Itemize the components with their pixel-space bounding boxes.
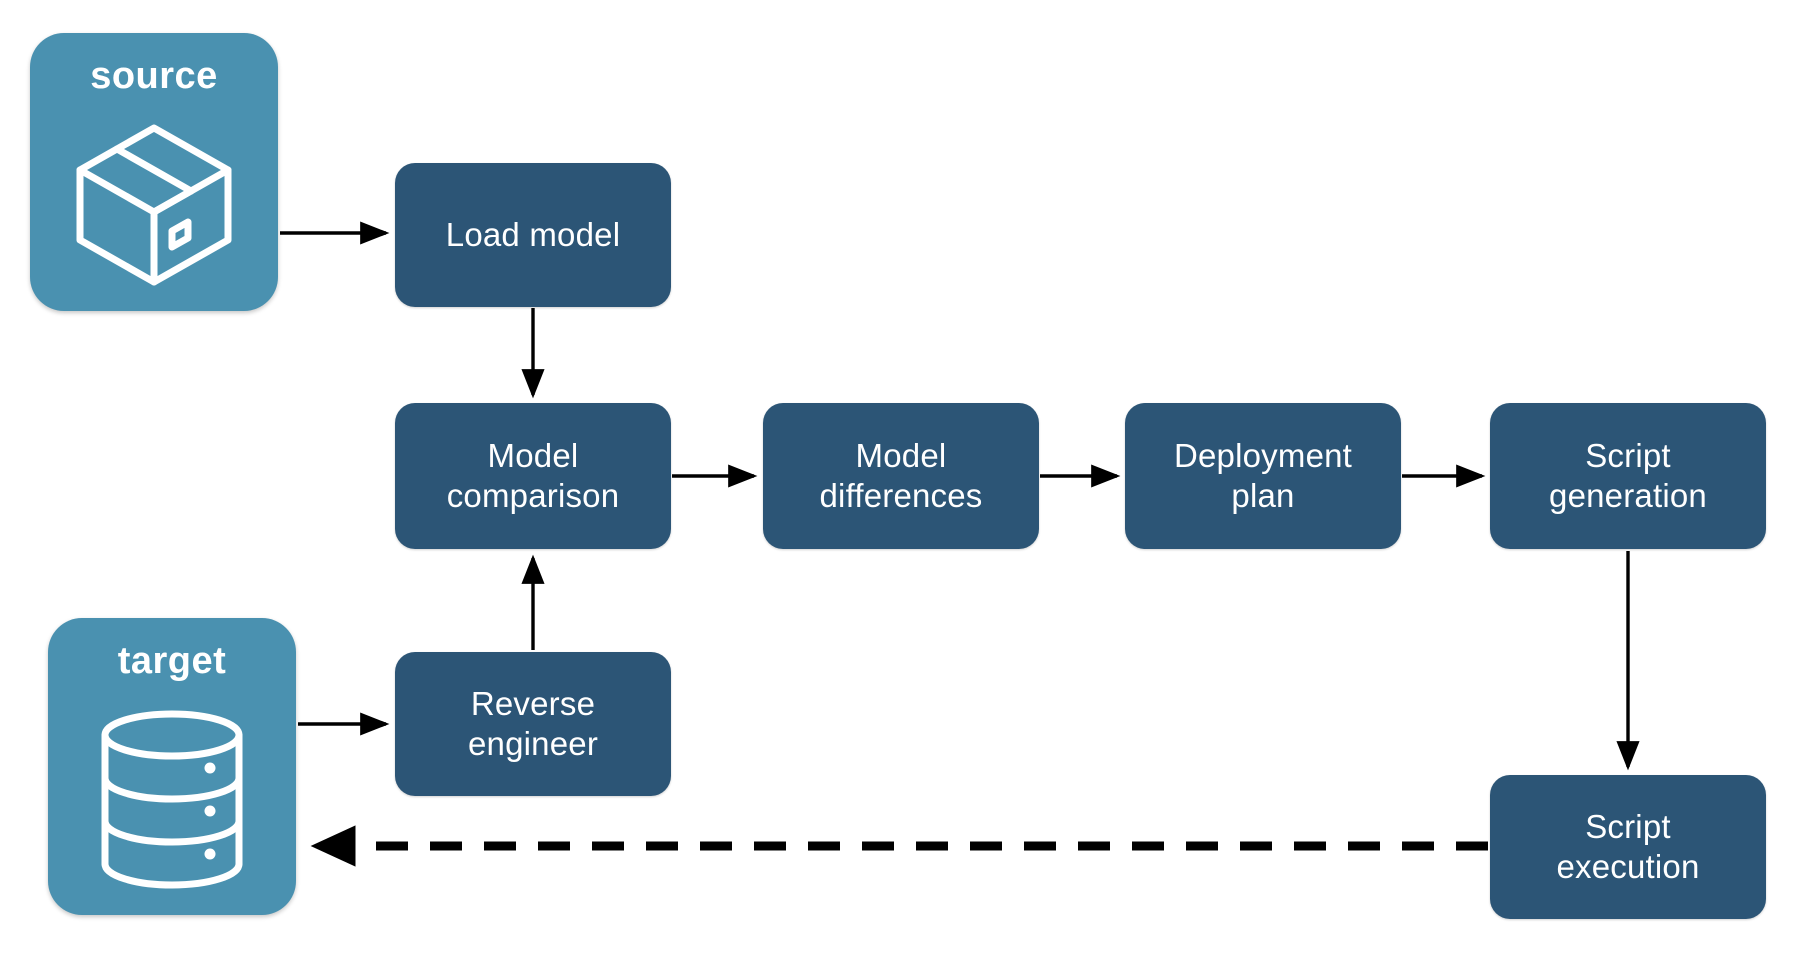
node-script-execution-label: Script execution	[1556, 807, 1700, 885]
node-script-execution[interactable]: Script execution	[1490, 775, 1766, 919]
node-target-label: target	[117, 640, 227, 682]
node-model-comparison[interactable]: Model comparison	[395, 403, 671, 549]
node-script-generation-label: Script generation	[1549, 436, 1707, 514]
node-deployment-plan[interactable]: Deployment plan	[1125, 403, 1401, 549]
node-deployment-plan-label: Deployment plan	[1173, 436, 1353, 514]
node-target[interactable]: target	[48, 618, 296, 915]
node-model-comparison-label: Model comparison	[446, 436, 620, 514]
node-reverse-engineer-label: Reverse engineer	[467, 684, 599, 762]
node-load-model[interactable]: Load model	[395, 163, 671, 307]
node-source-label: source	[90, 55, 218, 97]
node-reverse-engineer[interactable]: Reverse engineer	[395, 652, 671, 796]
node-source[interactable]: source	[30, 33, 278, 311]
node-script-generation[interactable]: Script generation	[1490, 403, 1766, 549]
database-cylinder-icon	[48, 683, 296, 915]
node-load-model-label: Load model	[445, 215, 621, 253]
node-model-differences-label: Model differences	[819, 436, 983, 514]
node-model-differences[interactable]: Model differences	[763, 403, 1039, 549]
package-box-icon	[30, 98, 278, 311]
